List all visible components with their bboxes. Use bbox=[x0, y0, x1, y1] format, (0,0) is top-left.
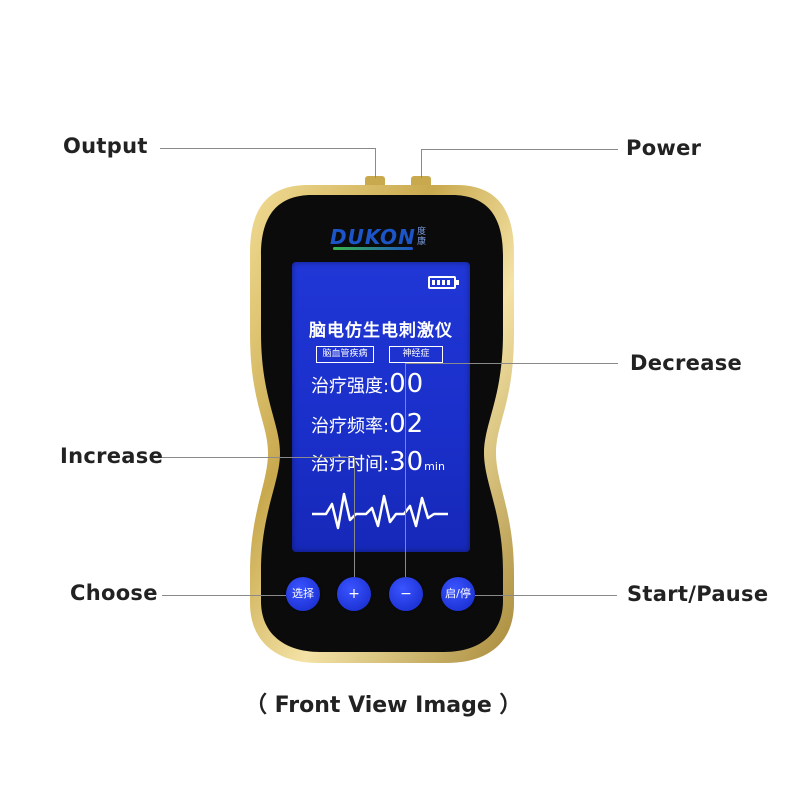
time-value: 30 bbox=[389, 447, 425, 477]
decrease-leader bbox=[405, 363, 618, 364]
time-row: 治疗时间:30min bbox=[311, 447, 445, 477]
power-leader-v bbox=[421, 149, 422, 178]
brand-logo: DUKON bbox=[330, 225, 416, 249]
output-leader-v bbox=[375, 148, 376, 178]
tag-neurosis: 神经症 bbox=[389, 346, 443, 363]
frequency-key: 治疗频率: bbox=[311, 416, 390, 437]
intensity-key: 治疗强度: bbox=[311, 376, 390, 397]
increase-leader bbox=[162, 457, 354, 458]
intensity-row: 治疗强度:00 bbox=[311, 369, 424, 399]
caption: （ Front View Image ） bbox=[245, 693, 522, 718]
intensity-value: 00 bbox=[389, 369, 425, 399]
time-key: 治疗时间: bbox=[311, 454, 390, 475]
frequency-value: 02 bbox=[389, 409, 425, 439]
time-unit: min bbox=[424, 460, 445, 473]
decrease-leader-v bbox=[405, 363, 406, 577]
increase-label: Increase bbox=[60, 444, 164, 468]
screen-title: 脑电仿生电刺激仪 bbox=[309, 321, 453, 341]
frequency-row: 治疗频率:02 bbox=[311, 409, 424, 439]
decrease-label: Decrease bbox=[630, 351, 743, 375]
brand-logo-cn: 度康 bbox=[417, 227, 427, 247]
tag-cerebrovascular: 脑血管疾病 bbox=[316, 346, 374, 363]
output-label: Output bbox=[63, 134, 148, 158]
output-leader bbox=[160, 148, 375, 149]
start-pause-leader bbox=[475, 595, 617, 596]
power-leader bbox=[421, 149, 618, 150]
lcd-screen bbox=[292, 262, 470, 552]
increase-button[interactable]: + bbox=[337, 577, 371, 611]
choose-leader bbox=[162, 595, 286, 596]
power-button[interactable] bbox=[411, 176, 431, 185]
ecg-wave-icon bbox=[312, 492, 448, 530]
decrease-button[interactable]: − bbox=[389, 577, 423, 611]
brand-swoosh-icon bbox=[333, 247, 413, 250]
output-port bbox=[365, 176, 385, 185]
start-pause-label: Start/Pause bbox=[627, 582, 769, 606]
battery-icon bbox=[428, 276, 459, 289]
start-pause-button[interactable]: 启/停 bbox=[441, 577, 475, 611]
power-label: Power bbox=[626, 136, 702, 160]
choose-button[interactable]: 选择 bbox=[286, 577, 320, 611]
choose-label: Choose bbox=[70, 581, 158, 605]
increase-leader-v bbox=[354, 457, 355, 577]
